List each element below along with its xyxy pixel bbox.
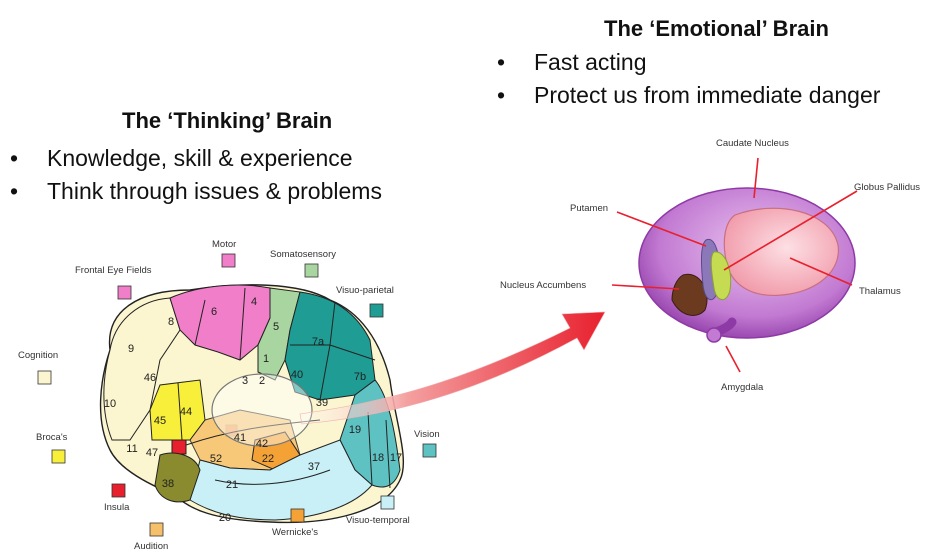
area-label: 45	[154, 415, 166, 427]
legend-swatch-visuo-temporal	[381, 496, 394, 509]
area-label: 4	[251, 296, 257, 308]
legend-label: Visuo-temporal	[346, 515, 410, 526]
limbic-label: Thalamus	[859, 286, 901, 297]
legend-swatch-audition	[150, 523, 163, 536]
area-insula	[172, 440, 186, 454]
area-label: 52	[210, 453, 222, 465]
leader-amygdala	[726, 346, 740, 372]
legend-label: Vision	[414, 429, 440, 440]
legend-label: Insula	[104, 502, 130, 513]
area-label: 41	[234, 432, 246, 444]
area-label: 18	[372, 452, 384, 464]
legend-label: Wernicke's	[272, 527, 318, 538]
area-label: 42	[256, 438, 268, 450]
legend-swatch-wernickes	[291, 509, 304, 522]
area-label: 20	[219, 512, 231, 524]
limbic-diagram: Caudate Nucleus Globus Pallidus Putamen …	[500, 138, 920, 393]
cortex-map: 4 6 8 5 9 7a 7b 1 40 46 10 45 44 3 2 39 …	[18, 239, 440, 551]
area-label: 19	[349, 424, 361, 436]
legend-label: Frontal Eye Fields	[75, 265, 152, 276]
area-label: 17	[390, 452, 402, 464]
legend-label: Visuo-parietal	[336, 285, 394, 296]
legend-label: Motor	[212, 239, 236, 250]
area-label: 8	[168, 316, 174, 328]
limbic-label: Amygdala	[721, 382, 764, 393]
area-label: 39	[316, 397, 328, 409]
limbic-label: Nucleus Accumbens	[500, 280, 586, 291]
area-label: 2	[259, 375, 265, 387]
limbic-label: Caudate Nucleus	[716, 138, 789, 149]
area-label: 3	[242, 375, 248, 387]
legend-label: Audition	[134, 541, 168, 551]
area-label: 7b	[354, 371, 366, 383]
area-label: 46	[144, 372, 156, 384]
legend-swatch-brocas	[52, 450, 65, 463]
legend-swatch-visuo-parietal	[370, 304, 383, 317]
legend-label: Cognition	[18, 350, 58, 361]
area-label: 9	[128, 343, 134, 355]
legend-swatch-frontal-eye-fields	[118, 286, 131, 299]
area-label: 38	[162, 478, 174, 490]
legend-label: Somatosensory	[270, 249, 336, 260]
legend-swatch-insula	[112, 484, 125, 497]
area-label: 44	[180, 406, 192, 418]
legend-swatch-motor	[222, 254, 235, 267]
area-label: 40	[291, 369, 303, 381]
legend-label: Broca's	[36, 432, 68, 443]
legend-swatch-cognition	[38, 371, 51, 384]
area-label: 10	[104, 398, 116, 410]
area-label: 1	[263, 353, 269, 365]
area-label: 21	[226, 479, 238, 491]
legend-swatch-vision	[423, 444, 436, 457]
legend-swatch-somatosensory	[305, 264, 318, 277]
area-label: 22	[262, 453, 274, 465]
area-label: 37	[308, 461, 320, 473]
area-label: 11	[126, 443, 137, 455]
limbic-label: Putamen	[570, 203, 608, 214]
area-label: 5	[273, 321, 279, 333]
area-label: 6	[211, 306, 217, 318]
limbic-label: Globus Pallidus	[854, 182, 920, 193]
amygdala	[707, 328, 721, 342]
area-label: 7a	[312, 336, 325, 348]
area-label: 47	[146, 447, 158, 459]
